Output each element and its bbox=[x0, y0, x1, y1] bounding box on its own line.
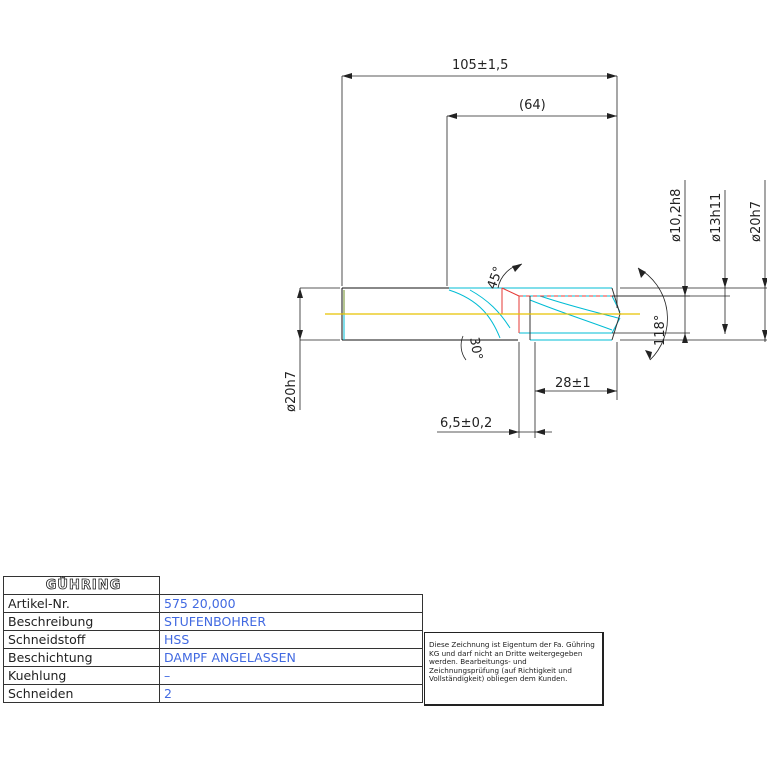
dim-overall-length: 105±1,5 bbox=[452, 58, 508, 73]
label-schneiden: Schneiden bbox=[3, 684, 160, 703]
table-row: Artikel-Nr. 575 20,000 bbox=[3, 594, 423, 613]
table-row: Schneiden 2 bbox=[3, 684, 423, 703]
table-row: Kuehlung – bbox=[3, 666, 423, 685]
company-logo: GÜHRING bbox=[3, 576, 160, 595]
dim-dia-small: ø10,2h8 bbox=[669, 189, 684, 242]
value-beschreibung: STUFENBOHRER bbox=[159, 612, 423, 631]
dimension-arrows bbox=[297, 73, 767, 435]
dim-step-length: 28±1 bbox=[555, 376, 591, 391]
dim-dia-shank-right: ø20h7 bbox=[749, 201, 764, 242]
label-kuehlung: Kuehlung bbox=[3, 666, 160, 685]
value-schneiden: 2 bbox=[159, 684, 423, 703]
dim-angle-chamfer: 45° bbox=[485, 265, 507, 292]
value-schneidstoff: HSS bbox=[159, 630, 423, 649]
dim-flute-length: (64) bbox=[519, 98, 546, 113]
label-beschreibung: Beschreibung bbox=[3, 612, 160, 631]
value-beschichtung: DAMPF ANGELASSEN bbox=[159, 648, 423, 667]
dimension-lines bbox=[299, 75, 767, 438]
title-block: GÜHRING Artikel-Nr. 575 20,000 Beschreib… bbox=[3, 576, 423, 703]
table-row: Schneidstoff HSS bbox=[3, 630, 423, 649]
table-row: Beschichtung DAMPF ANGELASSEN bbox=[3, 648, 423, 667]
dim-angle-bottom: 30° bbox=[466, 336, 485, 361]
dim-point-angle: 118° bbox=[653, 315, 668, 346]
label-beschichtung: Beschichtung bbox=[3, 648, 160, 667]
label-artikel: Artikel-Nr. bbox=[3, 594, 160, 613]
ownership-notice: Diese Zeichnung ist Eigentum der Fa. Güh… bbox=[424, 632, 604, 706]
drill-outline bbox=[325, 287, 640, 341]
value-kuehlung: – bbox=[159, 666, 423, 685]
dim-dia-step: ø13h11 bbox=[709, 193, 724, 242]
table-row: Beschreibung STUFENBOHRER bbox=[3, 612, 423, 631]
label-schneidstoff: Schneidstoff bbox=[3, 630, 160, 649]
dim-dia-shank-left: ø20h7 bbox=[284, 371, 299, 412]
value-artikel: 575 20,000 bbox=[159, 594, 423, 613]
dim-chamfer-length: 6,5±0,2 bbox=[440, 416, 492, 431]
